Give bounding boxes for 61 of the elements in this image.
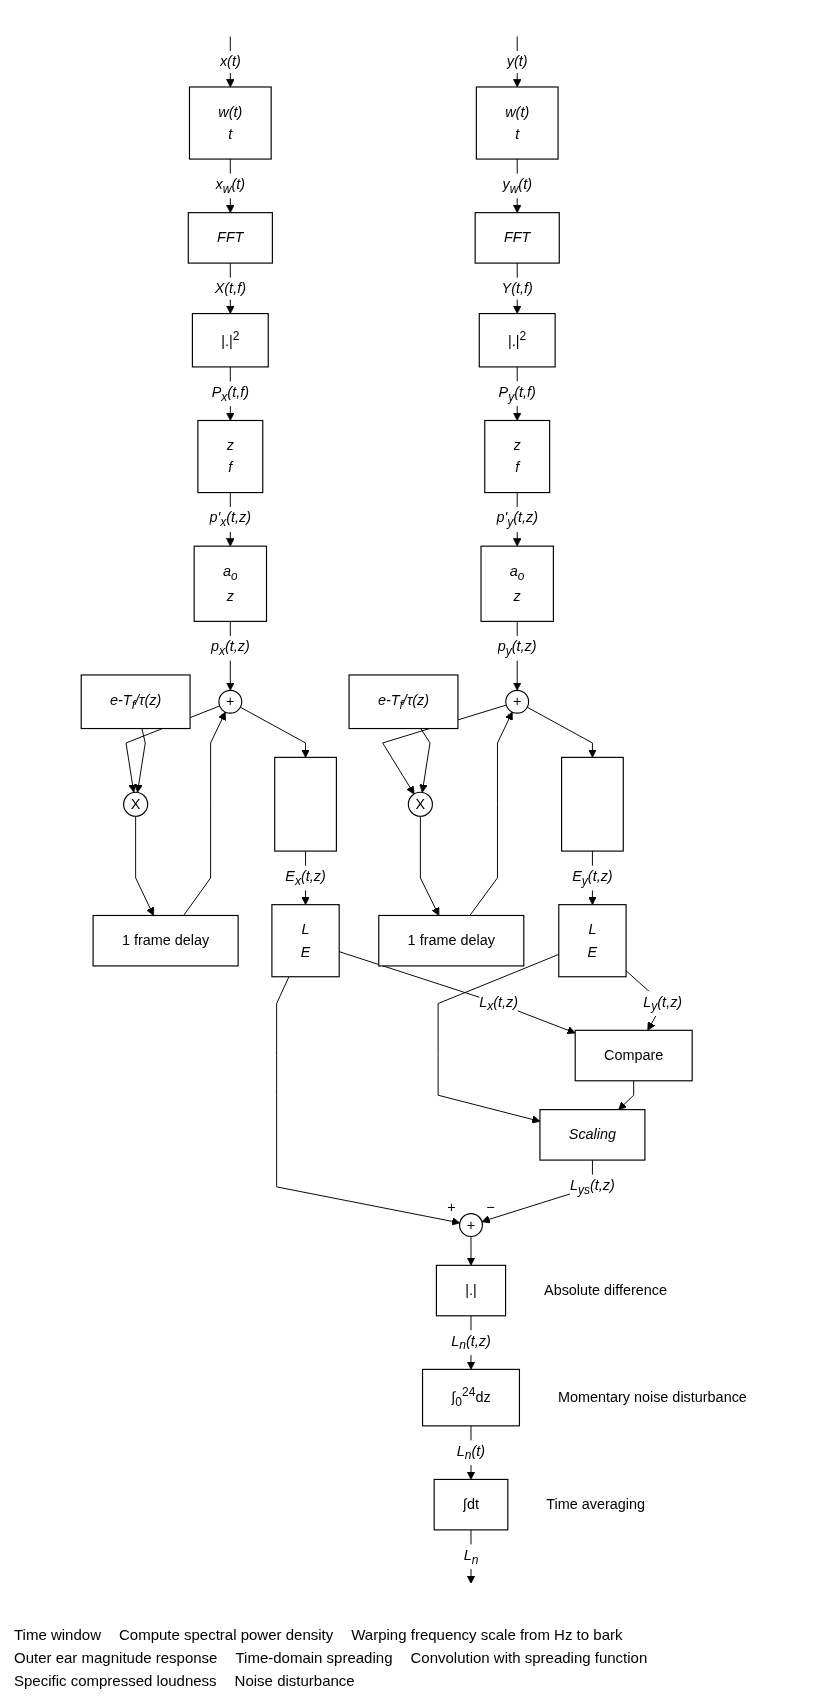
edge-label: L$_{n}$ [463,1546,479,1567]
annotation-text: Outer ear magnitude response [14,1649,218,1666]
node-circle: + [218,689,243,714]
annotation-text: Convolution with spreading function [410,1649,648,1666]
node-circle: X [123,791,149,817]
annotation-text: Time window [14,1626,101,1643]
annotation-text: Compute spectral power density [118,1626,334,1643]
node-box: w(t) t [188,86,272,160]
node-box: a$_{o}$ z [480,545,554,622]
node-box: a$_{o}$ z [193,545,268,622]
node-picture [274,756,337,852]
annotation-text: Momentary noise disturbance [557,1389,747,1406]
node-picture [561,756,624,852]
node-box: Scaling [539,1109,646,1161]
edge-label: E$_{x}$(t,z) [285,867,326,888]
annotation-text: Time-domain spreading [235,1649,393,1666]
node-circle: + [459,1213,483,1238]
node-box: w(t) t [475,86,559,160]
annotation-text: Time averaging [546,1496,646,1513]
edge-label: p$_{y}$(t,z) [497,637,537,658]
node-box: ∫dt [433,1478,509,1531]
edge-label: L$_{y}$(t,z) [643,993,683,1014]
node-box: e-T$_{f}$/τ(z) [348,674,459,730]
node-box: |.|$^{2}$ [478,313,556,368]
edge-label: Y(t,f) [501,279,533,296]
node-circle: X [407,791,433,817]
edge-label: L$_{n}$(t,z) [451,1332,491,1353]
edge-label: x$_{w}$(t) [215,175,246,196]
node-box: FFT [474,212,560,264]
edge-label: p$_{x}$(t,z) [210,637,250,658]
edge-label: L$_{x}$(t,z) [479,993,519,1014]
edge-label: x(t) [219,52,241,70]
node-box: L E [271,904,340,978]
edge-label: p'$_{y}$(t,z) [496,508,539,530]
annotation-text: Specific compressed loudness [14,1672,217,1689]
node-circle: + [505,689,530,714]
node-box: 1 frame delay [378,914,525,967]
node-box: 1 frame delay [92,914,239,967]
node-box: ∫$_{0}$$^{24}$dz [421,1368,520,1427]
node-box: L E [558,904,627,978]
sign-label: + [447,1198,456,1215]
node-box: e-T$_{f}$/τ(z) [80,674,191,730]
node-box: |.|$^{2}$ [191,313,269,368]
edge-label: y$_{w}$(t) [502,175,532,196]
node-box: |.| [435,1264,507,1317]
edge-label: L$_{ys}$(t,z) [570,1176,615,1197]
annotation-text: Absolute difference [544,1282,668,1299]
edge-label: p'$_{x}$(t,z) [209,508,252,530]
annotation-text: Noise disturbance [234,1672,355,1689]
node-box: z f [197,419,264,494]
annotation-text: Warping frequency scale from Hz to bark [351,1626,623,1643]
node-box: FFT [187,212,273,264]
edge-label: X(t,f) [214,279,246,296]
edge-label: E$_{y}$(t,z) [572,867,613,888]
node-box: Compare [574,1029,693,1082]
edge-label: L$_{n}$(t) [456,1442,486,1463]
edge-label: P$_{x}$(t,f) [211,383,249,404]
node-box: z f [484,419,551,494]
sign-label: − [486,1198,495,1215]
edge-label: P$_{y}$(t,f) [498,383,536,404]
edge-label: y(t) [506,52,528,70]
